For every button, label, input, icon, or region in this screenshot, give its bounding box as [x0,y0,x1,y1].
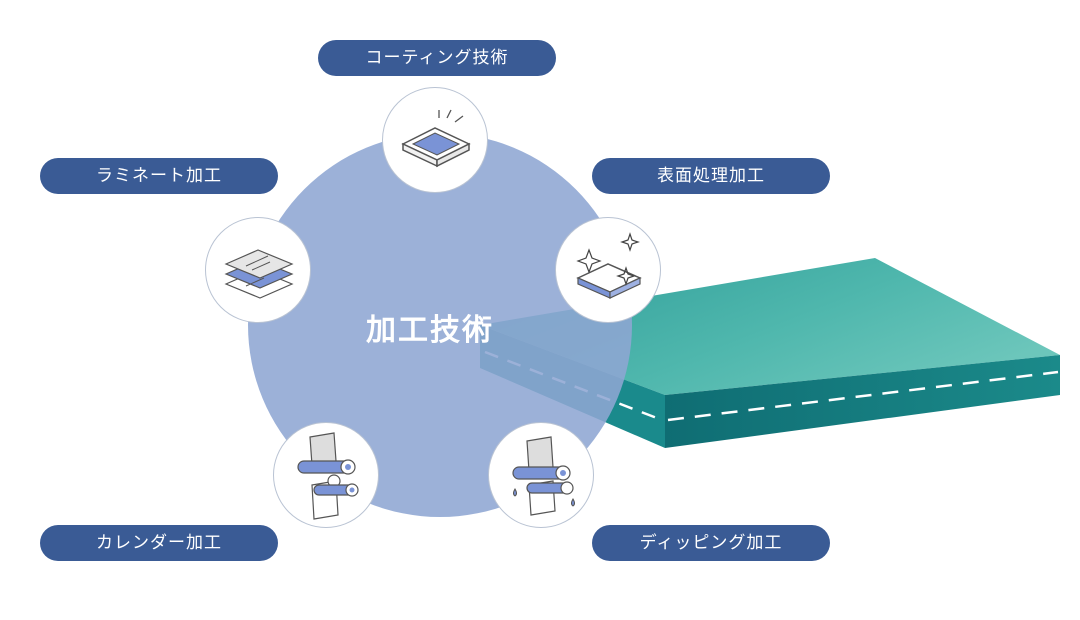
coating-node[interactable] [382,87,488,193]
label-dipping: ディッピング加工 [592,525,830,561]
dipping-icon [512,436,575,516]
hub-title: 加工技術 [366,313,494,348]
label-calender: カレンダー加工 [40,525,278,561]
coating-icon [401,109,471,168]
surface-treatment-icon [576,232,642,299]
label-coating: コーティング技術 [318,40,556,76]
calender-icon [297,432,359,520]
surface-treatment-node[interactable] [555,217,661,323]
label-surface-treatment: 表面処理加工 [592,158,830,194]
slab-right-face [665,355,1060,448]
dipping-node[interactable] [488,422,594,528]
slab-stitch-right [667,370,1059,422]
laminate-node[interactable] [205,217,311,323]
laminate-icon [224,249,294,299]
calender-node[interactable] [273,422,379,528]
label-laminate: ラミネート加工 [40,158,278,194]
